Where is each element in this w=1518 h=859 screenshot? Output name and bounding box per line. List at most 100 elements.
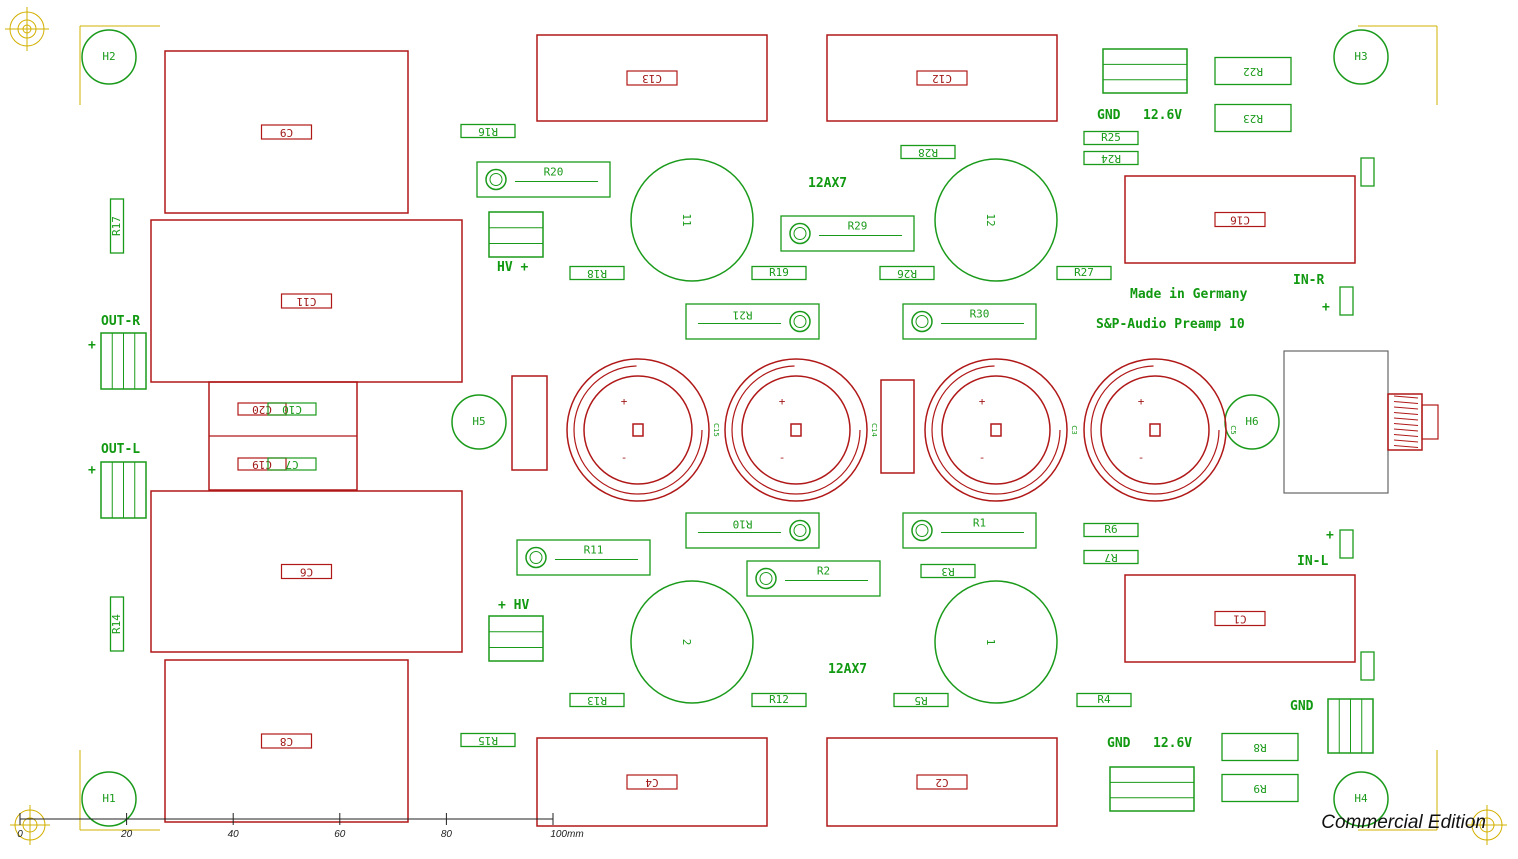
resistor-label: R19 [769, 266, 789, 279]
capacitor-c20 [237, 402, 287, 416]
resistor-label: R28 [918, 146, 938, 159]
capacitor-label: C20 [252, 403, 272, 416]
power-resistor-body [902, 512, 1037, 549]
power-resistor-r1: R1 [902, 512, 1037, 549]
electrolytic-minus: - [979, 451, 986, 464]
capacitor-label: C11 [297, 295, 317, 308]
connector-j9 [1327, 698, 1374, 754]
power-resistor-label: R2 [817, 565, 830, 578]
resistor-r16: R16 [460, 123, 516, 139]
electrolytic-minus: - [621, 451, 628, 464]
resistor-body [109, 596, 125, 652]
input-jack [1283, 350, 1439, 494]
resistor-r13: R13 [569, 692, 625, 708]
electrolytic-pad [990, 423, 1002, 437]
terminal-block-body [1109, 766, 1195, 812]
mounting-hole-h5 [451, 394, 507, 450]
electrolytic-plus: + [779, 395, 786, 408]
resistor-body [109, 198, 125, 254]
power-resistor-label: R1 [973, 517, 986, 530]
resistor-label: R4 [1097, 693, 1111, 706]
resistor-label: R6 [1104, 523, 1117, 536]
capacitor-label-box [916, 774, 968, 790]
mox-logo-icon [789, 310, 811, 333]
resistor-label: R22 [1243, 65, 1263, 78]
tube-socket-2 [630, 580, 754, 704]
resistor-r7: R7 [1083, 549, 1139, 565]
electrolytic-c3: +-C3 [924, 358, 1078, 502]
input-header [1339, 286, 1354, 316]
mox-logo-icon [789, 222, 811, 245]
power-resistor-body [780, 215, 915, 252]
resistor-body [893, 692, 949, 708]
capacitor-c9 [164, 50, 409, 214]
silk-made-in: Made in Germany [1130, 287, 1248, 302]
electrolytic-c5: +-C5 [1083, 358, 1237, 502]
ruler-tick-label: 20 [120, 829, 133, 840]
capacitor-label: C12 [932, 72, 952, 85]
resistor-body [1083, 522, 1139, 538]
ruler-tick-label: 0 [17, 829, 23, 840]
electrolytic-outer [1083, 358, 1227, 502]
resistor-label: R13 [587, 694, 607, 707]
resistor-r14: R14 [109, 596, 125, 652]
resistor-body [1083, 150, 1139, 166]
resistor-label: R17 [110, 216, 123, 236]
connector-out-r [100, 332, 147, 390]
capacitor-label: C16 [1230, 214, 1250, 227]
silk-hv-top: HV + [497, 260, 528, 275]
capacitor-c1 [1124, 574, 1356, 663]
jack-thread-line [1393, 423, 1419, 426]
resistor-r4: R4 [1076, 692, 1132, 708]
jack-thread-line [1393, 434, 1419, 437]
tube-socket-label: 11 [680, 213, 693, 226]
input-header [1360, 651, 1375, 681]
resistor-label: R26 [897, 267, 917, 280]
capacitor-c13 [536, 34, 768, 122]
silk-in-l: IN-L [1297, 554, 1328, 569]
resistor-r5: R5 [893, 692, 949, 708]
power-resistor-body [902, 303, 1037, 340]
jack-thread-line [1393, 428, 1419, 432]
mox-logo-icon [911, 310, 933, 333]
resistor-label: R14 [110, 614, 123, 634]
resistor-label: R7 [1104, 551, 1117, 564]
silk-hv-bottom: + HV [498, 598, 529, 613]
tube-socket-label: 12 [984, 213, 997, 226]
capacitor-label-box [260, 124, 313, 140]
silk-gnd-bottom: GND [1107, 736, 1131, 751]
capacitor-label: C8 [280, 735, 293, 748]
capacitor-label-box [280, 563, 333, 580]
power-resistor-r20: R20 [476, 161, 611, 198]
resistor-body [1083, 549, 1139, 565]
electrolytic-label: C5 [1229, 425, 1237, 434]
silk-product: S&P-Audio Preamp 10 [1096, 317, 1245, 332]
electrolytic-ring [731, 365, 861, 495]
capacitor-c8 [164, 659, 409, 823]
resistor-body [569, 265, 625, 281]
silk-gnd-right: GND [1290, 699, 1314, 714]
ruler-tick-label: 40 [228, 829, 240, 840]
resistor-r25: R25 [1083, 130, 1139, 146]
capacitor-c12 [826, 34, 1058, 122]
resistor-body [879, 265, 935, 281]
resistor-r19: R19 [751, 265, 807, 281]
resistor-body [460, 123, 516, 139]
electrolytic-label: C15 [712, 423, 720, 437]
mox-logo-inner [915, 315, 929, 328]
capacitor-label-box [260, 733, 313, 749]
resistor-body [751, 265, 807, 281]
power-resistor-body [685, 512, 820, 549]
resistor-body [1214, 103, 1292, 133]
connector-j7 [1102, 48, 1188, 94]
electrolytic-label: C14 [870, 423, 878, 437]
capacitor-label: C7 [285, 458, 298, 471]
ruler-tick-label: 60 [334, 829, 346, 840]
power-resistor-body [746, 560, 881, 597]
jack-body [1283, 350, 1389, 494]
resistor-r3: R3 [920, 563, 976, 579]
capacitor-c10 [267, 402, 317, 416]
fiducial-marks [5, 7, 1507, 845]
capacitor-label: C1 [1233, 613, 1246, 626]
capacitor-label: C6 [300, 566, 313, 579]
